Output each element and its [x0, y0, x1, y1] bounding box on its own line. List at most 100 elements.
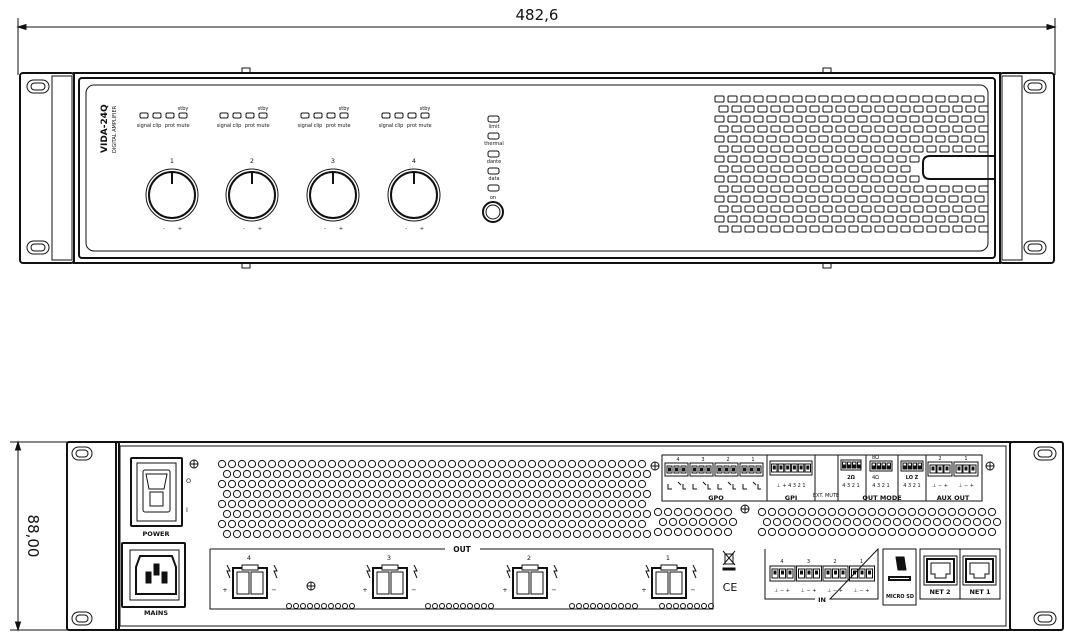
vent-hole: [552, 529, 562, 539]
vent-slot: [766, 155, 777, 163]
vent-hole: [977, 527, 987, 537]
vent-hole: [877, 527, 887, 537]
mode-4ohm-label: 4Ω: [872, 475, 879, 481]
minus-mark: −: [551, 586, 556, 594]
vent-hole: [512, 469, 522, 479]
vent-hole: [617, 479, 627, 489]
vent-hole: [227, 479, 237, 489]
gpi-terminal[interactable]: [769, 460, 813, 476]
vent-slot: [952, 225, 963, 233]
vent-slot: [757, 145, 768, 153]
vent-hole: [792, 517, 802, 527]
vent-hole: [967, 527, 977, 537]
vent-slot: [948, 215, 959, 223]
vent-slot: [783, 185, 794, 193]
lo-z-pins: 4 3 2 1: [903, 483, 921, 489]
dip-switch-lo-z[interactable]: [900, 460, 924, 472]
vent-hole: [412, 529, 422, 539]
gpo-terminal-4[interactable]: 4: [664, 457, 689, 490]
vent-hole: [612, 529, 622, 539]
gain-knob-ch4[interactable]: [387, 168, 441, 222]
vent-hole: [487, 519, 497, 529]
led-label: clip: [233, 123, 242, 129]
vent-hole: [582, 489, 592, 499]
vent-slot: [753, 215, 764, 223]
vent-slot: [848, 185, 859, 193]
vent-hole: [542, 489, 552, 499]
vent-slot: [766, 215, 777, 223]
speaker-out-ch2[interactable]: 2+−: [502, 554, 558, 599]
power-rocker-switch[interactable]: [142, 469, 171, 513]
vent-hole: [728, 517, 738, 527]
line-in-terminal-2[interactable]: 2⊥ − +: [822, 559, 849, 594]
vent-hole: [277, 499, 287, 509]
speaker-out-ch3[interactable]: 3+−: [362, 554, 418, 599]
vent-slot: [883, 95, 894, 103]
plus-mark: +: [258, 226, 262, 232]
aux-out-terminal-2[interactable]: 2⊥ − +: [927, 456, 953, 489]
vent-slot: [822, 105, 833, 113]
in-number: 1: [860, 559, 863, 565]
vent-hole: [352, 489, 362, 499]
vent-hole: [397, 519, 407, 529]
hazard-bolt-icon: [226, 564, 231, 579]
hazard-bolt-icon: [645, 564, 650, 579]
vent-hole: [262, 469, 272, 479]
vent-slot: [740, 95, 751, 103]
dip-switch-impedance[interactable]: [869, 460, 893, 472]
gpo-terminal-1[interactable]: 1: [739, 457, 764, 490]
vent-hole: [937, 527, 947, 537]
line-in-terminal-3[interactable]: 3⊥ − +: [796, 559, 822, 594]
vent-slot: [831, 95, 842, 103]
vent-hole: [292, 489, 302, 499]
vent-hole: [232, 509, 242, 519]
speaker-out-ch4[interactable]: 4+−: [222, 554, 278, 599]
vent-hole: [611, 603, 617, 609]
vent-slot: [913, 225, 924, 233]
vent-slot: [796, 105, 807, 113]
vent-slot: [818, 95, 829, 103]
relay-symbol-icon: [667, 481, 686, 490]
gpo-terminal-3[interactable]: 3: [689, 457, 714, 490]
line-in-terminal-4[interactable]: 4⊥ − +: [769, 559, 796, 594]
micro-sd-slot[interactable]: [888, 576, 911, 581]
vent-slot: [883, 115, 894, 123]
vent-hole: [637, 459, 647, 469]
vent-hole: [437, 519, 447, 529]
vent-hole: [912, 517, 922, 527]
vent-slot: [783, 165, 794, 173]
gpo-terminal-2[interactable]: 2: [714, 457, 739, 490]
vent-slot: [887, 185, 898, 193]
vent-slot: [883, 175, 894, 183]
vent-hole: [807, 527, 817, 537]
net1-port[interactable]: [962, 555, 997, 586]
hazard-bolt-icon: [553, 564, 558, 579]
iec-socket-icon[interactable]: [135, 555, 177, 595]
aux-out-terminal-1[interactable]: 1⊥ − +: [953, 456, 979, 489]
vent-slot: [887, 125, 898, 133]
led-prot-ch1: [165, 112, 175, 119]
vent-slot: [792, 95, 803, 103]
vent-slot: [978, 185, 989, 193]
line-in-terminal-1[interactable]: 1⊥ − +: [849, 559, 875, 594]
vent-hole: [327, 459, 337, 469]
vent-hole: [577, 519, 587, 529]
speaker-out-ch1[interactable]: 1+−: [641, 554, 697, 599]
power-switch-block: POWER O I: [130, 457, 199, 538]
vent-slot: [809, 205, 820, 213]
vent-hole: [422, 469, 432, 479]
gain-knob-ch2[interactable]: [225, 168, 279, 222]
front-rack-hole-tl: [26, 79, 50, 94]
vent-slot: [766, 135, 777, 143]
front-handle[interactable]: [922, 155, 996, 180]
rear-rack-hole-tr: [1033, 446, 1057, 461]
gain-knob-ch1[interactable]: [145, 168, 199, 222]
vent-slot: [926, 205, 937, 213]
front-vent-grille: [714, 95, 989, 233]
gain-knob-ch3[interactable]: [306, 168, 360, 222]
front-power-button[interactable]: [482, 201, 504, 223]
net2-port[interactable]: [923, 555, 958, 586]
vent-slot: [766, 175, 777, 183]
